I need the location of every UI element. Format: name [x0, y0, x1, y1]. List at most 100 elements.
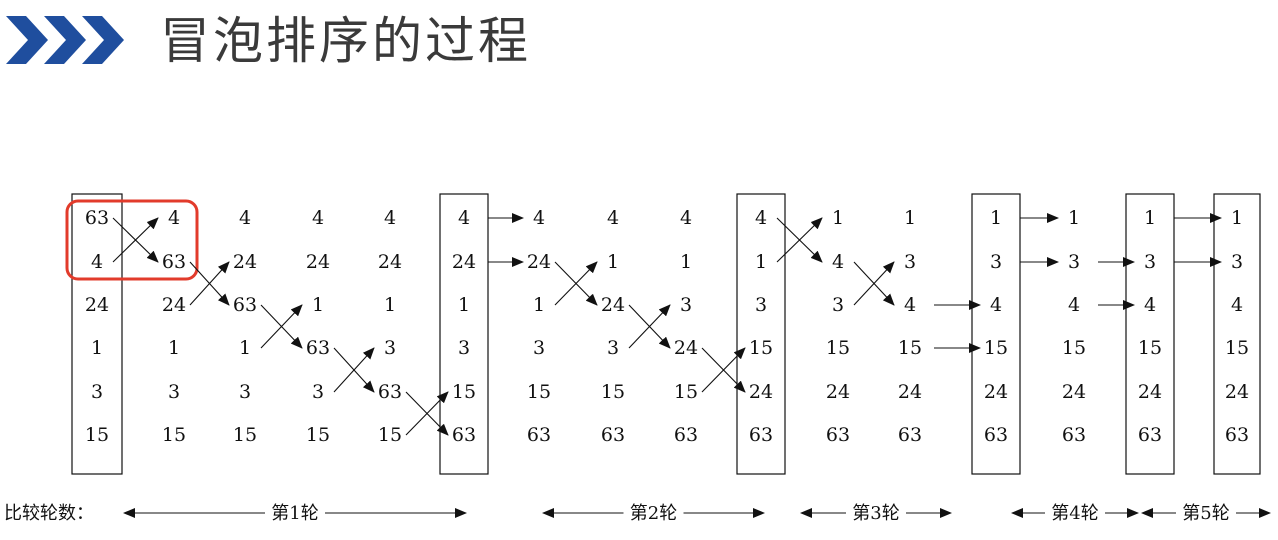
swap-arrow-up — [405, 391, 449, 436]
sort-value: 63 — [1225, 424, 1249, 446]
sort-value: 24 — [1062, 381, 1086, 403]
sort-value: 15 — [1225, 337, 1249, 359]
sort-value: 15 — [984, 337, 1008, 359]
round-label: 第2轮 — [630, 503, 677, 524]
page-title: 冒泡排序的过程 — [160, 12, 531, 70]
sort-value: 1 — [1144, 207, 1156, 229]
sort-value: 15 — [826, 337, 850, 359]
sort-value: 4 — [607, 207, 619, 229]
swap-arrow-up — [776, 217, 823, 263]
sort-value: 3 — [1231, 251, 1243, 273]
sort-value: 24 — [85, 294, 109, 316]
sort-value: 4 — [832, 251, 844, 273]
sort-value: 24 — [749, 381, 773, 403]
sort-value: 24 — [826, 381, 850, 403]
sort-value: 4 — [755, 207, 767, 229]
sort-value: 4 — [168, 207, 180, 229]
sort-value: 3 — [91, 381, 103, 403]
state-box — [1213, 193, 1261, 475]
sort-value: 4 — [239, 207, 251, 229]
state-box — [971, 193, 1021, 475]
sort-value: 3 — [312, 381, 324, 403]
sort-value: 4 — [533, 207, 545, 229]
sort-value: 24 — [378, 251, 402, 273]
sort-value: 1 — [755, 251, 767, 273]
sort-value: 3 — [755, 294, 767, 316]
sort-value: 4 — [1231, 294, 1243, 316]
sort-value: 4 — [1068, 294, 1080, 316]
sort-value: 4 — [312, 207, 324, 229]
sort-value: 1 — [91, 337, 103, 359]
sort-value: 1 — [533, 294, 545, 316]
sort-value: 63 — [306, 337, 330, 359]
sort-value: 63 — [1062, 424, 1086, 446]
sort-value: 24 — [527, 251, 551, 273]
sort-value: 1 — [990, 207, 1002, 229]
sort-value: 3 — [384, 337, 396, 359]
sort-value: 1 — [239, 337, 251, 359]
sort-value: 15 — [452, 381, 476, 403]
sort-value: 1 — [1068, 207, 1080, 229]
chevron-arrows-icon — [6, 16, 124, 64]
sort-value: 63 — [749, 424, 773, 446]
sort-value: 3 — [832, 294, 844, 316]
sort-value: 3 — [239, 381, 251, 403]
sort-value: 4 — [384, 207, 396, 229]
sort-value: 3 — [1068, 251, 1080, 273]
sort-value: 1 — [832, 207, 844, 229]
rounds-label: 比较轮数： — [4, 503, 94, 524]
round-label: 第1轮 — [271, 503, 318, 524]
sort-value: 63 — [233, 294, 257, 316]
sort-value: 3 — [904, 251, 916, 273]
sort-value: 63 — [452, 424, 476, 446]
sort-value: 24 — [452, 251, 476, 273]
swap-arrow-up — [112, 217, 159, 263]
sort-value: 15 — [378, 424, 402, 446]
sort-value: 24 — [162, 294, 186, 316]
swap-arrow-up — [853, 261, 895, 306]
sort-value: 3 — [458, 337, 470, 359]
sort-value: 24 — [1138, 381, 1162, 403]
sort-value: 63 — [162, 251, 186, 273]
sort-value: 63 — [1138, 424, 1162, 446]
round-label: 第5轮 — [1182, 503, 1229, 524]
sort-value: 1 — [680, 251, 692, 273]
sort-value: 15 — [162, 424, 186, 446]
sort-value: 24 — [984, 381, 1008, 403]
swap-arrow-up — [189, 261, 230, 306]
sort-value: 63 — [826, 424, 850, 446]
sort-value: 1 — [168, 337, 180, 359]
sort-value: 3 — [680, 294, 692, 316]
sort-value: 15 — [601, 381, 625, 403]
sort-value: 1 — [607, 251, 619, 273]
sort-value: 4 — [458, 207, 470, 229]
round-label: 第4轮 — [1051, 503, 1098, 524]
sort-value: 15 — [527, 381, 551, 403]
sort-value: 3 — [1144, 251, 1156, 273]
sort-value: 15 — [749, 337, 773, 359]
sort-value: 15 — [85, 424, 109, 446]
sort-value: 24 — [601, 294, 625, 316]
state-box — [439, 193, 489, 475]
sort-value: 3 — [990, 251, 1002, 273]
sort-value: 3 — [168, 381, 180, 403]
sort-value: 3 — [607, 337, 619, 359]
sort-value: 15 — [306, 424, 330, 446]
sort-value: 24 — [233, 251, 257, 273]
sort-value: 24 — [1225, 381, 1249, 403]
sort-value: 1 — [904, 207, 916, 229]
first-comparison-highlight — [65, 199, 199, 281]
sort-value: 63 — [674, 424, 698, 446]
sort-value: 24 — [674, 337, 698, 359]
sort-value: 1 — [1231, 207, 1243, 229]
sort-value: 63 — [527, 424, 551, 446]
sort-value: 15 — [1138, 337, 1162, 359]
state-box — [736, 193, 786, 475]
sort-value: 15 — [898, 337, 922, 359]
swap-arrow-up — [260, 304, 303, 349]
sort-value: 1 — [458, 294, 470, 316]
sort-value: 63 — [85, 207, 109, 229]
swap-arrow-up — [554, 261, 598, 306]
sort-value: 4 — [990, 294, 1002, 316]
